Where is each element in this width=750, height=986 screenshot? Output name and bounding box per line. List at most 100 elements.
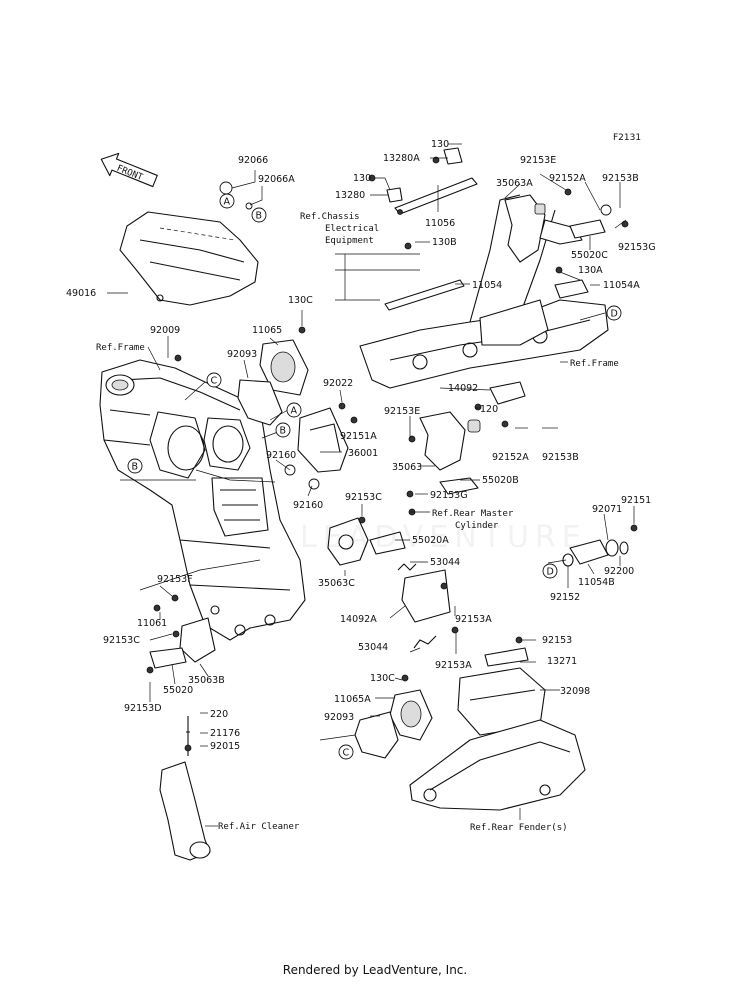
gasket-92093-top: [237, 379, 283, 426]
label-92153C-left: 92153C: [103, 635, 140, 646]
label-11054B: 11054B: [578, 577, 615, 588]
label-92022: 92022: [323, 378, 353, 389]
label-13271: 13271: [547, 656, 577, 667]
label-13280: 13280: [335, 190, 365, 201]
air-intake-duct: [159, 716, 211, 861]
label-92153G-mid: 92153G: [430, 490, 468, 501]
svg-text:C: C: [211, 376, 218, 387]
callout-D-1: D: [606, 305, 622, 321]
label-130B: 130B: [432, 237, 457, 248]
svg-text:C: C: [343, 748, 350, 759]
svg-text:A: A: [224, 197, 231, 208]
label-14092: 14092: [448, 383, 478, 394]
label-11065A: 11065A: [334, 694, 371, 705]
label-92093-bot: 92093: [324, 712, 354, 723]
bracket-35063C: [327, 517, 369, 566]
label-14092A: 14092A: [340, 614, 377, 625]
callout-A-1: A: [219, 193, 235, 209]
label-55020A: 55020A: [412, 535, 449, 546]
cover-11065: [259, 339, 309, 396]
label-92153-r: 92153: [542, 635, 572, 646]
footpeg-55020A: [369, 531, 406, 555]
label-11054A: 11054A: [603, 280, 640, 291]
label-53044-b: 53044: [358, 642, 388, 653]
label-ref-rear-fender: Ref.Rear Fender(s): [470, 823, 568, 833]
footpeg-55020B: [439, 477, 479, 495]
label-11065: 11065: [252, 325, 282, 336]
svg-text:B: B: [132, 462, 139, 473]
leader-lines: [107, 143, 635, 827]
label-92071: 92071: [592, 504, 622, 515]
label-92152A-top: 92152A: [549, 173, 586, 184]
label-92153A-a: 92153A: [455, 614, 492, 625]
label-92153C-mid: 92153C: [345, 492, 382, 503]
bracket-35063B: [149, 617, 216, 669]
label-ref-frame-right: Ref.Frame: [570, 359, 619, 369]
label-ref-frame-left: Ref.Frame: [96, 343, 145, 353]
callout-B-3: B: [127, 458, 143, 474]
label-ref-chassis: Ref.Chassis: [300, 212, 360, 222]
callout-B-1: B: [251, 207, 267, 223]
label-92009: 92009: [150, 325, 180, 336]
label-32098: 32098: [560, 686, 590, 697]
label-92160-b: 92160: [293, 500, 323, 511]
label-92066: 92066: [238, 155, 268, 166]
footpeg-55020C: [569, 219, 606, 239]
clip-13280: [386, 187, 403, 203]
main-frame: [99, 359, 306, 641]
callout-A-2: A: [286, 402, 302, 418]
label-36001: 36001: [348, 448, 378, 459]
label-92015: 92015: [210, 741, 240, 752]
label-35063A: 35063A: [496, 178, 533, 189]
spring-53044-b: [413, 635, 437, 649]
label-53044-a: 53044: [430, 557, 460, 568]
svg-text:B: B: [256, 211, 263, 222]
svg-text:B: B: [280, 426, 287, 437]
label-ref-rear-master: Ref.Rear Master: [432, 509, 514, 519]
label-92153B-top: 92153B: [602, 173, 639, 184]
callout-B-2: B: [275, 422, 291, 438]
part-labels: 92066 92066A 49016 130C 11065 92009 Ref.…: [66, 139, 656, 833]
label-92151: 92151: [621, 495, 651, 506]
callout-D-2: D: [542, 563, 558, 579]
spring-53044-a: [397, 563, 417, 571]
label-130A: 130A: [578, 265, 603, 276]
label-35063B: 35063B: [188, 675, 225, 686]
label-92153G-top: 92153G: [618, 242, 656, 253]
label-92153F: 92153F: [157, 574, 193, 585]
label-ref-cylinder: Cylinder: [455, 521, 499, 531]
label-220: 220: [210, 709, 228, 720]
rail-11054: [384, 279, 465, 311]
label-92152: 92152: [550, 592, 580, 603]
label-130C-top: 130C: [288, 295, 313, 306]
gasket-92093-bottom: [354, 711, 399, 759]
label-130-a: 130: [431, 139, 449, 150]
label-92152A-mid: 92152A: [492, 452, 529, 463]
svg-text:D: D: [547, 567, 554, 578]
label-92153D: 92153D: [124, 703, 162, 714]
label-55020C: 55020C: [571, 250, 608, 261]
label-55020B: 55020B: [482, 475, 519, 486]
rear-fender: [409, 719, 586, 811]
bracket-11054A: [554, 279, 589, 299]
label-13280A: 13280A: [383, 153, 420, 164]
label-92153E-top: 92153E: [520, 155, 556, 166]
label-49016: 49016: [66, 288, 96, 299]
rail-11056: [394, 177, 478, 215]
guard-14092A: [401, 569, 451, 623]
footer-credit: Rendered by LeadVenture, Inc.: [282, 963, 468, 977]
label-92153A-b: 92153A: [435, 660, 472, 671]
label-92160-a: 92160: [266, 450, 296, 461]
callout-C-2: C: [338, 744, 354, 760]
label-11061: 11061: [137, 618, 167, 629]
label-92093-top: 92093: [227, 349, 257, 360]
cover-11065A: [389, 689, 433, 741]
figure-code: F2131: [613, 133, 641, 143]
svg-text:A: A: [291, 406, 298, 417]
clip-13280A: [443, 147, 463, 165]
label-35063C: 35063C: [318, 578, 355, 589]
label-55020: 55020: [163, 685, 193, 696]
label-92151A: 92151A: [340, 431, 377, 442]
